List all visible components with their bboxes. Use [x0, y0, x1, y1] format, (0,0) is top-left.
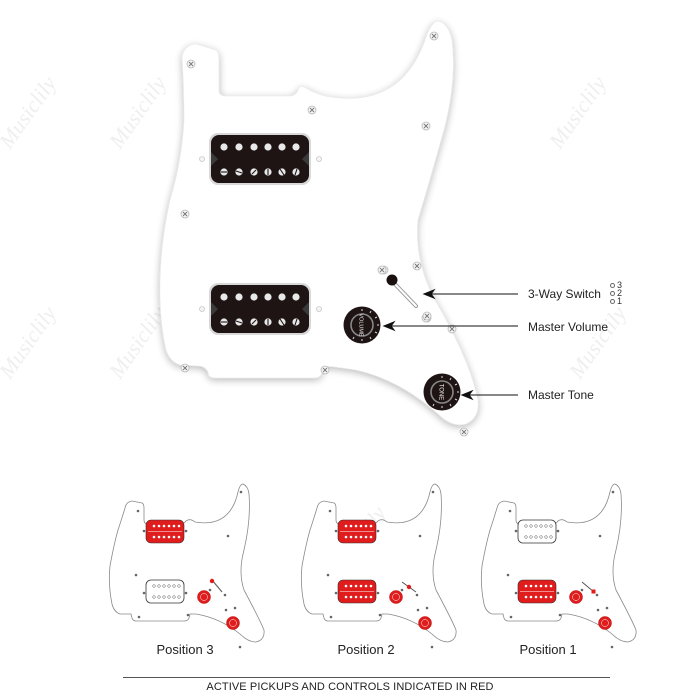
volume-knob-active [389, 590, 403, 604]
screw-icon [307, 105, 317, 115]
screw-icon [421, 121, 431, 131]
footer-note: ACTIVE PICKUPS AND CONTROLS INDICATED IN… [206, 681, 494, 693]
main-pickguard-diagram: VOLUME TONE [159, 20, 518, 437]
position-2-caption: Position 2 [337, 642, 395, 657]
pickguard-outline [159, 20, 479, 426]
position-1-caption: Position 1 [519, 642, 577, 657]
neck-pickup-active [337, 519, 377, 544]
callout-master-volume: Master Volume [528, 320, 609, 334]
switch-position-1: 1 [610, 297, 626, 306]
volume-knob-active [569, 590, 583, 604]
screw-icon [412, 261, 422, 271]
position-3-diagram [108, 483, 265, 649]
tone-knob-active [418, 616, 432, 630]
switch-position-3-icon [209, 578, 223, 593]
screw-icon [180, 209, 190, 219]
switch-position-1-icon [581, 581, 596, 594]
volume-knob[interactable]: VOLUME [343, 306, 381, 344]
footer-divider [123, 677, 610, 678]
bridge-pickup-inactive [145, 579, 185, 604]
neck-humbucker-pickup [209, 133, 311, 185]
bridge-pickup-active [337, 579, 377, 604]
screw-icon [429, 31, 439, 41]
bridge-humbucker-pickup [209, 283, 311, 335]
switch-position-2: 2 [610, 289, 626, 298]
switch-position-3: 3 [610, 281, 626, 290]
position-diagrams [108, 483, 637, 649]
pickup-screw-icons [199, 156, 322, 312]
tone-knob-active [226, 616, 240, 630]
tone-knob-active [598, 616, 612, 630]
volume-knob-active [197, 590, 211, 604]
screw-icon [186, 59, 196, 69]
position-1-diagram [480, 483, 637, 649]
screw-icon [320, 365, 330, 375]
switch-position-legend: 3 2 1 [610, 281, 626, 309]
bridge-pickup-active [517, 579, 557, 604]
position-3-caption: Position 3 [156, 642, 214, 657]
screw-icon [180, 363, 190, 373]
callout-3-way-switch: 3-Way Switch [528, 287, 601, 301]
position-2-diagram [300, 483, 457, 649]
screw-icon [459, 427, 469, 437]
tone-knob[interactable]: TONE [423, 373, 461, 411]
neck-pickup-inactive [517, 519, 557, 544]
svg-text:VOLUME: VOLUME [358, 313, 364, 337]
switch-position-2-icon [401, 581, 417, 593]
three-way-switch[interactable] [377, 265, 432, 321]
callout-master-tone: Master Tone [528, 388, 594, 402]
svg-text:TONE: TONE [438, 384, 444, 401]
neck-pickup-active [145, 519, 185, 544]
callout-arrows [382, 288, 518, 401]
